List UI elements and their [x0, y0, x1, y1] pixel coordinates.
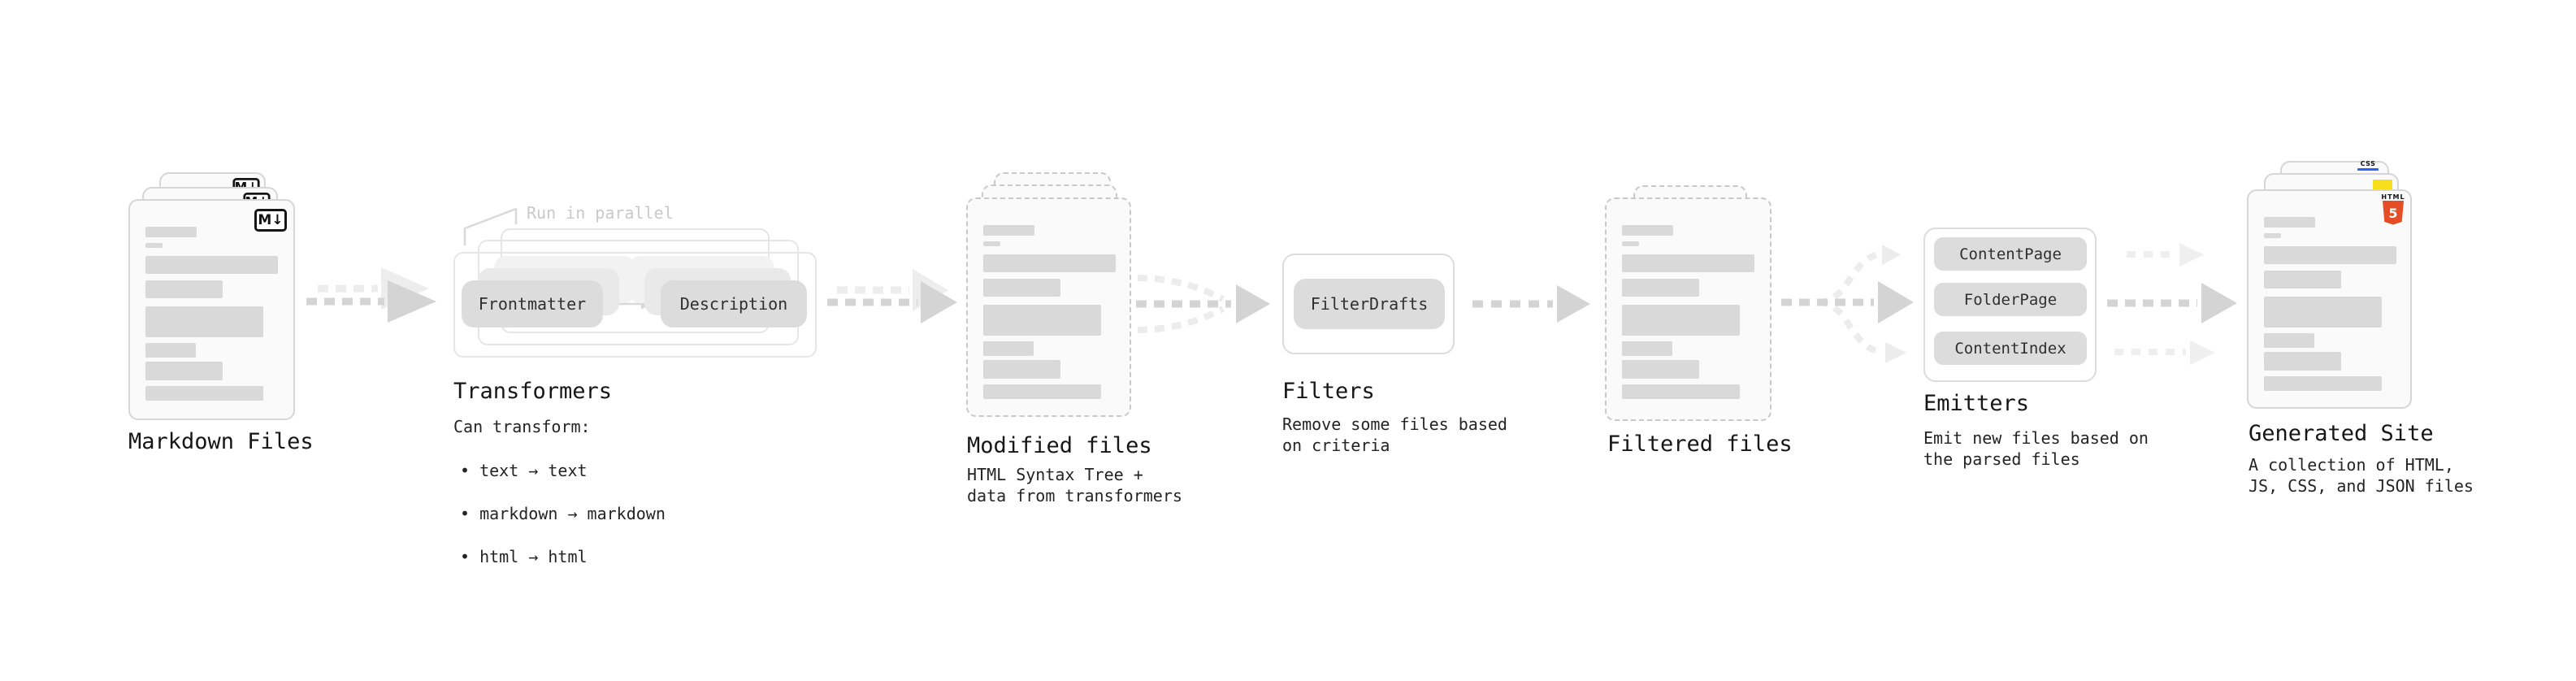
skeleton-text-bar [983, 341, 1034, 356]
skeleton-text-bar [2264, 297, 2382, 327]
css-icon: CSS [2357, 161, 2379, 171]
skeleton-text-bar [2264, 333, 2314, 348]
skeleton-text-bar [1622, 225, 1673, 236]
frontmatter-pill: Frontmatter [462, 280, 603, 327]
skeleton-text-bar [2264, 352, 2341, 371]
skeleton-text-bar [983, 279, 1060, 297]
skeleton-text-bar [2264, 271, 2341, 288]
html5-digit: 5 [2388, 206, 2397, 221]
arrow-transformers-to-modified [827, 269, 957, 323]
html5-shield [2383, 201, 2404, 225]
stage-title-markdown-files: Markdown Files [128, 429, 314, 454]
skeleton-text-bar [145, 343, 196, 358]
skeleton-text-bar [983, 384, 1101, 399]
arrow-filters-to-filtered [1472, 285, 1590, 323]
js-icon [2373, 180, 2392, 190]
modified-files-subtitle: HTML Syntax Tree + data from transformer… [967, 465, 1182, 505]
skeleton-text-bar [145, 280, 223, 298]
skeleton-text-bar [983, 360, 1060, 379]
arrow-filtered-to-emitters [1781, 245, 1914, 363]
stage-title-modified-files: Modified files [967, 433, 1152, 458]
html5-icon: HTML 5 [2379, 193, 2407, 225]
arrow-emitters-to-generated [2107, 243, 2237, 365]
modified-file-card [966, 197, 1131, 417]
transformer-layer-front [453, 252, 817, 358]
stage-title-filtered-files: Filtered files [1607, 432, 1793, 457]
skeleton-text-bar [983, 225, 1034, 236]
run-in-parallel-note: Run in parallel [527, 203, 674, 223]
filtered-file-card [1605, 197, 1772, 421]
arrow-modified-to-filters [1136, 275, 1270, 333]
stage-title-emitters: Emitters [1923, 391, 2030, 416]
html5-icon-wordmark: HTML [2381, 193, 2405, 201]
markdown-icon: M↓ [254, 209, 287, 232]
skeleton-text-bar [145, 362, 223, 380]
generated-html-card: HTML 5 [2247, 189, 2412, 409]
stage-title-filters: Filters [1282, 379, 1375, 404]
css-icon-bar [2357, 168, 2379, 171]
skeleton-text-bar [2264, 217, 2315, 228]
filters-subtitle: Remove some files based on criteria [1282, 414, 1507, 455]
emitters-subtitle: Emit new files based on the parsed files [1923, 428, 2149, 469]
skeleton-text-bar [983, 254, 1116, 272]
skeleton-text-bar [2264, 246, 2396, 264]
filterdrafts-pill: FilterDrafts [1294, 279, 1445, 329]
skeleton-text-bar [145, 256, 278, 274]
bullet-item: • html → html [460, 546, 588, 566]
folderpage-pill: FolderPage [1934, 283, 2087, 316]
transformers-desc-heading: Can transform: [453, 417, 591, 436]
skeleton-text-bar [1622, 341, 1672, 356]
skeleton-text-bar [2264, 376, 2382, 391]
skeleton-text-bar [1622, 384, 1740, 399]
contentindex-pill: ContentIndex [1934, 332, 2087, 365]
skeleton-text-bar [145, 386, 263, 401]
markdown-file-card: M↓ [128, 199, 295, 420]
skeleton-text-bar [1622, 360, 1699, 379]
skeleton-text-bar [983, 305, 1101, 336]
skeleton-text-bar [1622, 254, 1754, 272]
generated-site-subtitle: A collection of HTML, JS, CSS, and JSON … [2249, 455, 2474, 496]
skeleton-text-bar [1622, 305, 1740, 336]
contentpage-pill: ContentPage [1934, 237, 2087, 271]
bullet-item: • markdown → markdown [460, 503, 666, 523]
skeleton-text-bar [145, 227, 197, 237]
description-pill: Description [661, 280, 807, 327]
skeleton-text-bar [145, 243, 163, 248]
bullet-item: • text → text [460, 460, 588, 480]
skeleton-text-bar [983, 241, 1000, 246]
skeleton-text-bar [2264, 233, 2281, 238]
css-icon-label: CSS [2360, 160, 2376, 167]
arrow-markdown-to-transformers [306, 267, 436, 323]
transformers-bullet-list: • text → text • markdown → markdown • ht… [460, 438, 666, 589]
skeleton-text-bar [145, 306, 263, 337]
stage-title-transformers: Transformers [453, 379, 613, 404]
skeleton-text-bar [1622, 279, 1699, 297]
stage-title-generated-site: Generated Site [2249, 421, 2434, 446]
skeleton-text-bar [1622, 241, 1639, 246]
